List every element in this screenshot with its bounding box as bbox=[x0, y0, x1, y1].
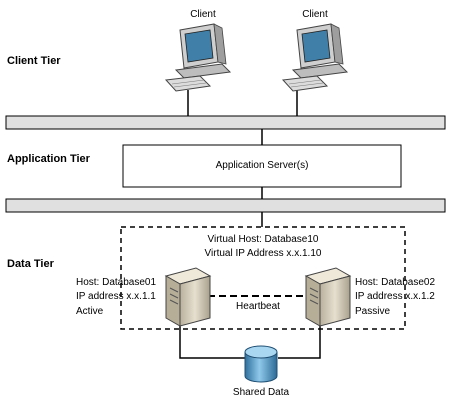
shared-data-cylinder-icon bbox=[244, 345, 278, 383]
server-icon-database02 bbox=[304, 267, 352, 327]
app-server-label: Application Server(s) bbox=[215, 160, 309, 171]
network-bar-top bbox=[5, 115, 446, 130]
client-computer-icon-1 bbox=[164, 23, 232, 92]
db-left-host: Host: Database01 bbox=[76, 277, 157, 288]
virtual-host-name: Virtual Host: Database10 bbox=[207, 234, 319, 245]
db-right-host: Host: Database02 bbox=[355, 277, 436, 288]
db-right-state: Passive bbox=[355, 306, 391, 317]
storage-link-left bbox=[179, 324, 245, 359]
storage-link-right bbox=[278, 324, 321, 359]
virtual-host-boundary bbox=[120, 226, 406, 330]
db-right-ip: IP address x.x.1.2 bbox=[355, 291, 435, 302]
db-left-state: Active bbox=[76, 306, 104, 317]
heartbeat-label: Heartbeat bbox=[236, 301, 280, 312]
db-left-ip: IP address x.x.1.1 bbox=[76, 291, 156, 302]
virtual-ip-address: Virtual IP Address x.x.1.10 bbox=[204, 248, 322, 259]
app-server-box bbox=[122, 144, 402, 188]
shared-data-label: Shared Data bbox=[232, 387, 290, 398]
client-computer-icon-2 bbox=[281, 23, 349, 92]
client-label-1: Client bbox=[190, 9, 216, 20]
data-tier-label: Data Tier bbox=[7, 258, 54, 270]
network-bar-bottom bbox=[5, 198, 446, 213]
client-tier-label: Client Tier bbox=[7, 55, 61, 67]
client-label-2: Client bbox=[302, 9, 328, 20]
server-icon-database01 bbox=[164, 267, 212, 327]
application-tier-label: Application Tier bbox=[7, 153, 90, 165]
